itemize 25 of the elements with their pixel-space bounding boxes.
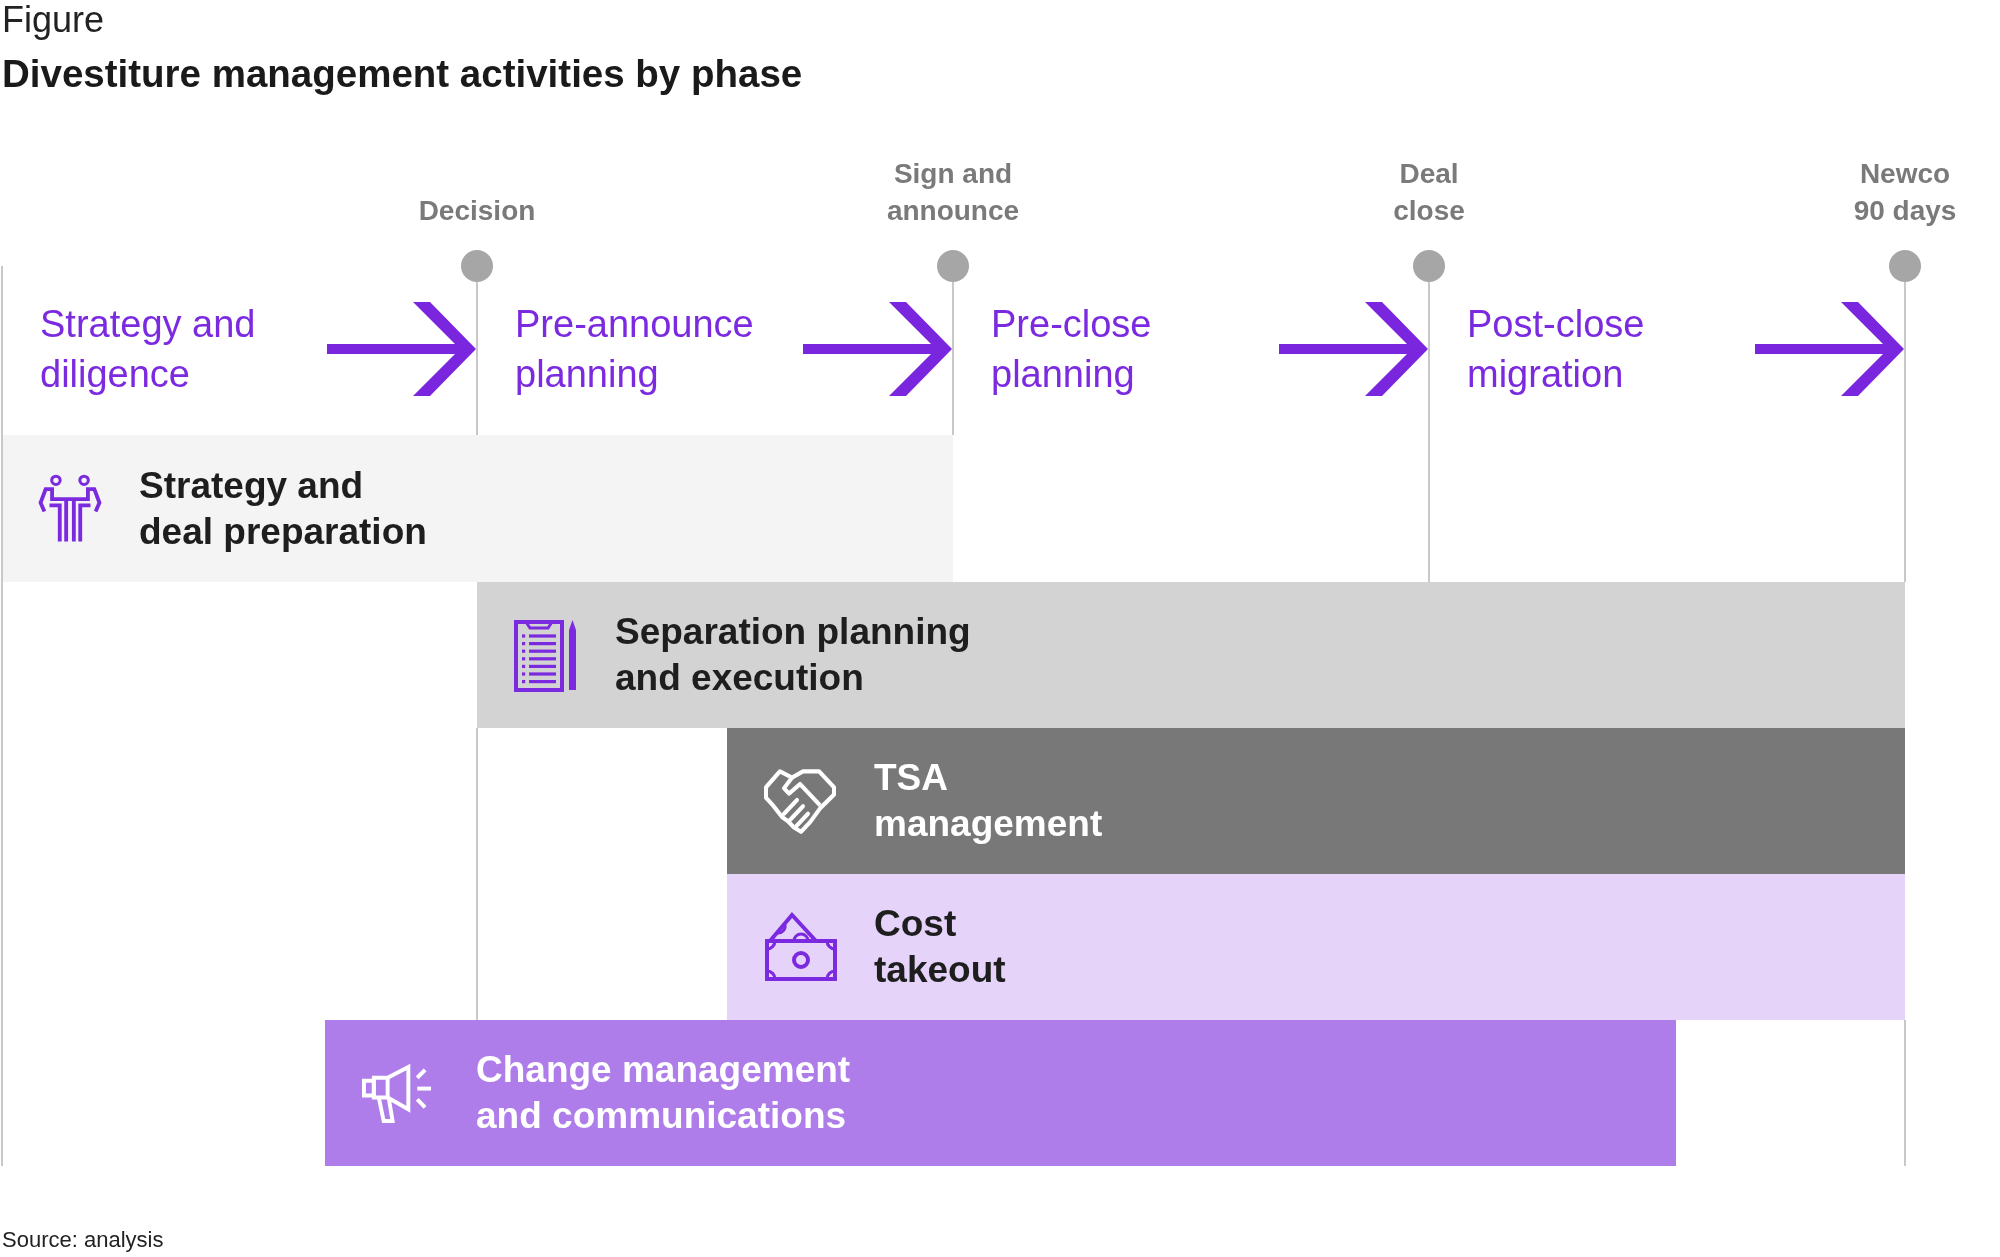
activity-bar xyxy=(3,435,953,582)
phase-label: Pre-close planning xyxy=(953,299,1280,399)
activity-label: Cost takeout xyxy=(874,902,1007,992)
milestone-label: Sign and announce xyxy=(885,157,1021,228)
activity-label: TSA management xyxy=(874,756,1104,846)
milestone-line xyxy=(476,282,478,435)
activity-label: Strategy and deal preparation xyxy=(139,463,428,554)
milestone-label: Decision xyxy=(417,194,537,228)
figure-title: Divestiture management activities by phase xyxy=(2,52,803,96)
activity-bar xyxy=(727,874,1905,1020)
activity-label: Separation planning and execution xyxy=(615,610,972,700)
milestone-label: Newco 90 days xyxy=(1852,157,1958,228)
milestone-line xyxy=(1428,282,1430,582)
phase-label: Post-close migration xyxy=(1429,299,1756,399)
figure-label: Figure xyxy=(2,0,105,40)
phase-label: Pre-announce planning xyxy=(477,299,804,399)
milestone-line xyxy=(1904,282,1906,582)
milestone-label: Deal close xyxy=(1392,157,1466,228)
activity-bar xyxy=(727,728,1905,874)
activity-bar xyxy=(477,582,1905,728)
phase-label: Strategy and diligence xyxy=(2,299,328,399)
milestone-line xyxy=(952,282,954,435)
source-note: Source: analysis xyxy=(2,1226,164,1254)
activity-label: Change management and communications xyxy=(476,1048,852,1138)
activity-bar xyxy=(325,1020,1676,1166)
